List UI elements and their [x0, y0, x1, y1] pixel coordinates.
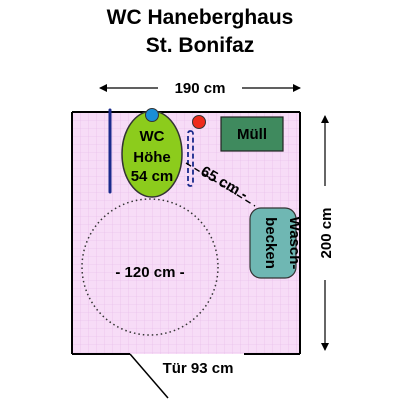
- height-label: 200 cm: [318, 208, 335, 259]
- sink-label-line-1: Wasch-: [286, 217, 303, 270]
- bin: [220, 116, 284, 152]
- toilet-label-line-3: 54 cm: [131, 168, 174, 185]
- turning-circle-label: - 120 cm -: [115, 264, 184, 281]
- sink: [249, 207, 297, 279]
- title-line-1: WC Haneberghaus: [107, 6, 294, 29]
- toilet-label-line-2: Höhe: [133, 149, 171, 166]
- toilet-label-line-1: WC: [140, 128, 165, 145]
- door-label: Tür 93 cm: [163, 360, 234, 377]
- clearance-line: [185, 162, 256, 207]
- title-line-2: St. Bonifaz: [146, 34, 255, 57]
- bin-label: Müll: [237, 126, 267, 143]
- turning-circle: [81, 198, 219, 336]
- sink-label-line-2: becken: [262, 217, 279, 269]
- flush-button-blue: [145, 108, 159, 122]
- alarm-button-red: [192, 115, 206, 129]
- width-label: 190 cm: [175, 80, 226, 97]
- grab-bar-folding: [187, 130, 194, 187]
- door-leaf: [129, 353, 169, 399]
